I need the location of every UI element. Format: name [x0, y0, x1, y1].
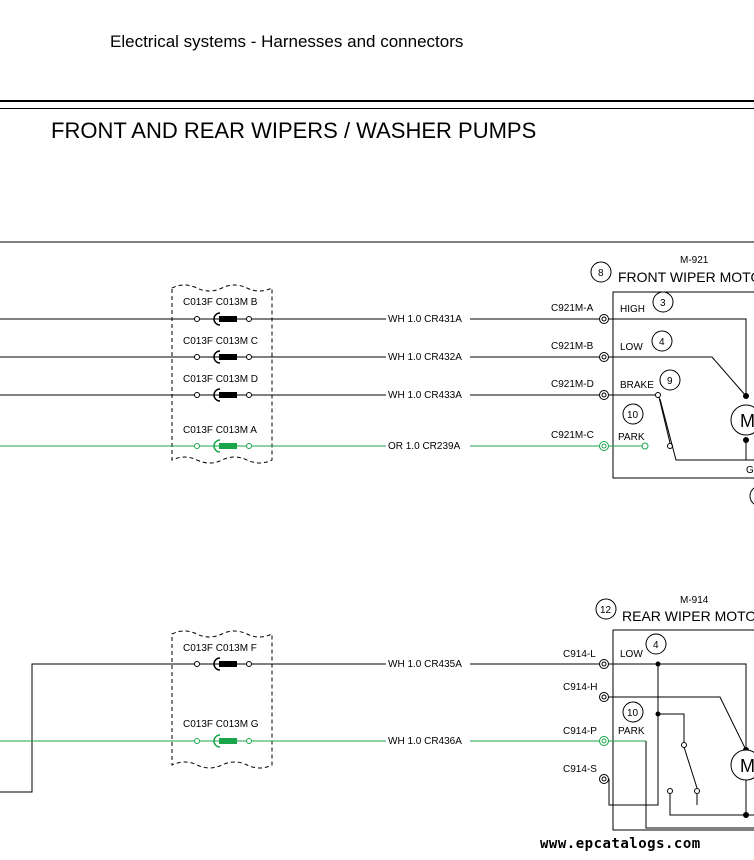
front-wire-label: OR 1.0 CR239A: [388, 441, 461, 452]
front-connector-label: C013F C013M B: [183, 297, 258, 308]
rear-connector-group-outline: [171, 630, 273, 769]
front-badge-number: 3: [660, 298, 666, 309]
rear-motor-badge-number: 12: [600, 605, 612, 616]
front-motor-title: FRONT WIPER MOTO: [618, 269, 754, 285]
rear-wire-1: [0, 663, 604, 793]
rear-pin-label: C914-L: [563, 649, 596, 660]
rear-pin-label: C914-H: [563, 682, 597, 693]
front-motor-extra-badge: [749, 487, 754, 505]
rear-motor-title: REAR WIPER MOTO: [622, 608, 754, 624]
rear-motor-id: M-914: [680, 595, 709, 606]
front-motor-symbol: [730, 404, 754, 436]
front-badge-number: 4: [659, 337, 665, 348]
front-terminal-badges: [622, 291, 681, 425]
header-rule: [0, 100, 754, 102]
front-motor-box: [612, 291, 754, 479]
front-connector-label: C013F C013M A: [183, 425, 257, 436]
rear-pin-label: C914-S: [563, 764, 597, 775]
connector-symbol: [194, 388, 252, 402]
front-pin-label: C921M-C: [551, 430, 594, 441]
front-motor-badge: [590, 261, 612, 283]
front-motor-badge-number: 8: [598, 268, 604, 279]
rear-terminal-label: PARK: [618, 726, 645, 737]
front-terminal-label: LOW: [620, 342, 643, 353]
rear-terminal-badges: [622, 633, 667, 723]
rear-motor-badge: [595, 598, 617, 620]
front-wire-label: WH 1.0 CR433A: [388, 390, 462, 401]
front-badge-number: 9: [667, 376, 673, 387]
rear-badge-number: 4: [653, 640, 659, 651]
rear-badge-number: 10: [627, 708, 639, 719]
front-terminal-label: PARK: [618, 432, 645, 443]
front-pin-label: C921M-D: [551, 379, 594, 390]
front-connector-label: C013F C013M C: [183, 336, 258, 347]
rear-motor-box: [612, 629, 754, 831]
header-rule-thin: [0, 108, 754, 109]
rear-pin-terminals: [599, 659, 609, 784]
front-motor-letter: M: [740, 411, 754, 431]
front-connector-group-outline: [171, 284, 273, 464]
rear-wires: [0, 663, 604, 793]
front-internal-wiring: [609, 318, 754, 461]
front-motor-id: M-921: [680, 255, 709, 266]
rear-internal-wiring: [608, 663, 754, 829]
connector-symbol-green: [194, 734, 252, 748]
front-motor-extra-label: G: [746, 465, 754, 476]
front-pin-terminals: [599, 314, 609, 451]
front-wire-label: WH 1.0 CR432A: [388, 352, 462, 363]
rear-wire-label: WH 1.0 CR436A: [388, 736, 462, 747]
front-terminal-label: HIGH: [620, 304, 645, 315]
rear-terminal-label: LOW: [620, 649, 643, 660]
rear-connector-symbols: [194, 657, 252, 748]
rear-motor-letter: M: [740, 756, 754, 776]
front-connector-label: C013F C013M D: [183, 374, 258, 385]
front-pin-label: C921M-B: [551, 341, 594, 352]
rear-motor-symbol: [730, 749, 754, 781]
front-wires: [0, 318, 604, 447]
rear-wire-label: WH 1.0 CR435A: [388, 659, 462, 670]
connector-symbol-green: [194, 439, 252, 453]
rear-pin-label: C914-P: [563, 726, 597, 737]
section-title: FRONT AND REAR WIPERS / WASHER PUMPS: [51, 118, 537, 143]
front-wire-label: WH 1.0 CR431A: [388, 314, 462, 325]
connector-symbol: [194, 350, 252, 364]
page-header-title: Electrical systems - Harnesses and conne…: [110, 32, 464, 51]
rear-connector-label: C013F C013M G: [183, 719, 259, 730]
front-pin-label: C921M-A: [551, 303, 594, 314]
connector-symbol: [194, 312, 252, 326]
front-connector-symbols: [194, 312, 252, 453]
front-badge-number: 10: [627, 410, 639, 421]
front-terminal-label: BRAKE: [620, 380, 654, 391]
connector-symbol: [194, 657, 252, 671]
rear-connector-label: C013F C013M F: [183, 643, 257, 654]
watermark-text: www.epcatalogs.com: [540, 836, 701, 852]
